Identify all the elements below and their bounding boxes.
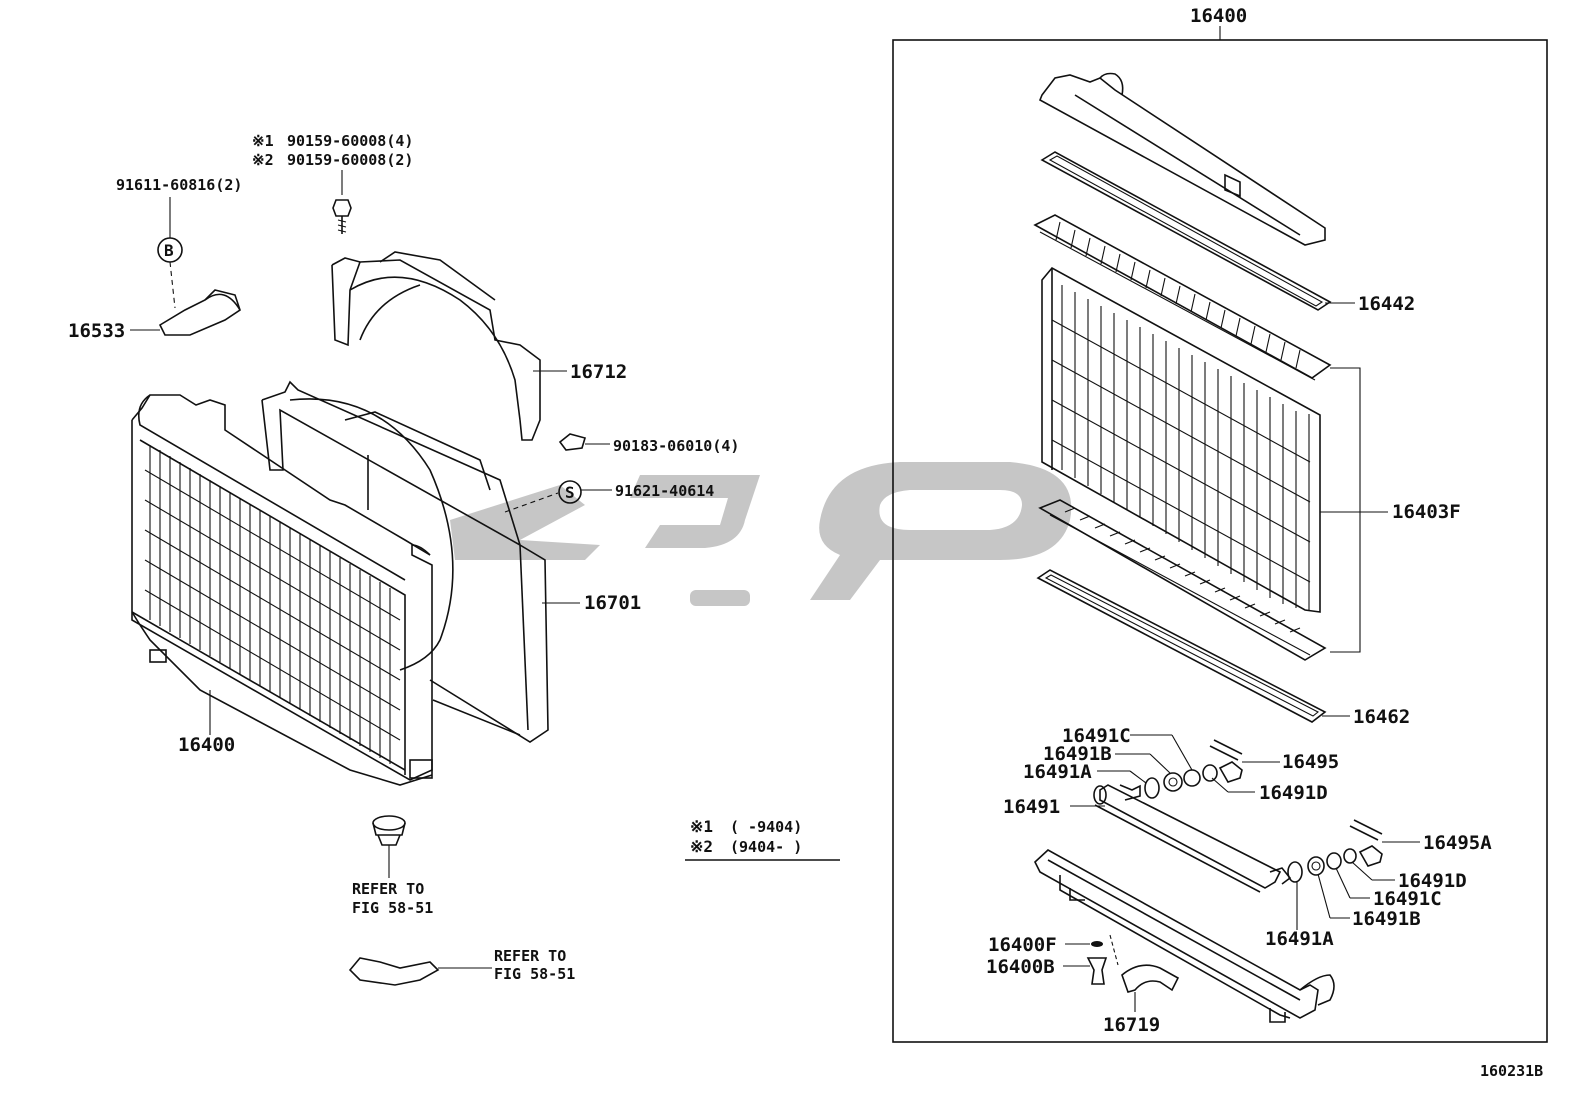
circle-b-letter: B — [164, 241, 174, 260]
part-91621-label: 91621-40614 — [615, 482, 714, 500]
part-90183-label: 90183-06010(4) — [613, 437, 739, 455]
leader-16491C-bot-a — [1335, 867, 1351, 899]
part-16442-label: 16442 — [1358, 293, 1415, 315]
part-16462-label: 16462 — [1353, 706, 1410, 728]
part-16400-radiator-label: 16400 — [178, 734, 235, 756]
core-plate-top — [1033, 214, 1332, 381]
lower-tank — [1034, 849, 1335, 1023]
part-16701-label: 16701 — [584, 592, 641, 614]
legend-mark-1: ※1 — [690, 817, 713, 836]
variant-legend: ※1 ( -9404) ※2 (9404- ) — [685, 817, 840, 861]
oil-cooler-fittings-lower — [1287, 819, 1383, 883]
radiator-assembly — [131, 394, 433, 786]
dashed-leader-b — [169, 261, 176, 309]
part-16491A-top-label: 16491A — [1023, 761, 1092, 783]
variant-mark-2: ※2 — [252, 151, 274, 169]
part-16491D-top-label: 16491D — [1259, 782, 1328, 804]
part-16491-label: 16491 — [1003, 796, 1060, 818]
nut-90183 — [558, 433, 587, 451]
drain-gasket-16400F — [1091, 941, 1103, 947]
core-plate-bottom — [1038, 499, 1327, 661]
refer-note-1-line1: REFER TO — [352, 880, 424, 898]
dashed-leader-s — [504, 492, 559, 513]
figure-code: 160231B — [1480, 1062, 1543, 1080]
legend-range-2: (9404- ) — [730, 838, 802, 856]
hose-16719 — [1121, 964, 1180, 993]
circle-s-letter: S — [565, 483, 575, 502]
part-16403F-label: 16403F — [1392, 501, 1461, 523]
radiator-core-16403F — [1041, 266, 1321, 613]
part-16491C-top-label: 16491C — [1062, 725, 1131, 747]
variant-mark-1: ※1 — [252, 132, 274, 150]
oil-cooler-fittings-upper — [1144, 739, 1243, 799]
leader-16491B-top-b — [1149, 753, 1171, 774]
legend-mark-2: ※2 — [690, 837, 713, 856]
legend-range-1: ( -9404) — [730, 818, 802, 836]
drain-cock-16400B — [1086, 957, 1108, 985]
part-90159-variant1-label: 90159-60008(4) — [287, 132, 413, 150]
refer-note-1-line2: FIG 58-51 — [352, 899, 433, 917]
gasket-16442 — [1040, 151, 1332, 311]
leader-16491D-bot-a — [1351, 861, 1373, 881]
mount-bracket — [348, 957, 440, 986]
bracket-16403F — [1330, 367, 1361, 653]
part-16491D-bottom-label: 16491D — [1398, 870, 1467, 892]
refer-note-2-line1: REFER TO — [494, 947, 566, 965]
oil-cooler-16491 — [1093, 784, 1292, 893]
part-16491B-bottom-label: 16491B — [1352, 908, 1421, 930]
part-90159-variant2-label: 90159-60008(2) — [287, 151, 413, 169]
gasket-16462 — [1036, 569, 1327, 723]
circle-s-marker — [558, 480, 582, 504]
part-16491A-bottom-label: 16491A — [1265, 928, 1334, 950]
clamp-16533 — [158, 289, 241, 336]
part-16400B-label: 16400B — [986, 956, 1055, 978]
leader-16491D-top-a — [1211, 777, 1229, 793]
dashed-leader-drain — [1109, 934, 1119, 966]
part-16400F-label: 16400F — [988, 934, 1057, 956]
part-16533-label: 16533 — [68, 320, 125, 342]
fan-shroud-16712 — [331, 251, 541, 441]
watermark-logo — [450, 462, 1072, 606]
part-16491C-bottom-label: 16491C — [1373, 888, 1442, 910]
part-16495A-label: 16495A — [1423, 832, 1492, 854]
part-91611-label: 91611-60816(2) — [116, 176, 242, 194]
part-16719-label: 16719 — [1103, 1014, 1160, 1036]
part-16491B-top-label: 16491B — [1043, 743, 1112, 765]
part-16495-label: 16495 — [1282, 751, 1339, 773]
leader-16491A-top-b — [1129, 770, 1147, 784]
upper-tank — [1038, 72, 1326, 246]
bolt-90159 — [332, 199, 352, 234]
refer-note-2-line2: FIG 58-51 — [494, 965, 575, 983]
part-16712-label: 16712 — [570, 361, 627, 383]
drain-cap — [372, 815, 406, 846]
leader-16491B-bot-a — [1317, 873, 1331, 919]
assembly-header-16400: 16400 — [1190, 5, 1247, 27]
fan-shroud-16701 — [261, 380, 549, 743]
leader-16491C-top-b — [1171, 734, 1193, 771]
